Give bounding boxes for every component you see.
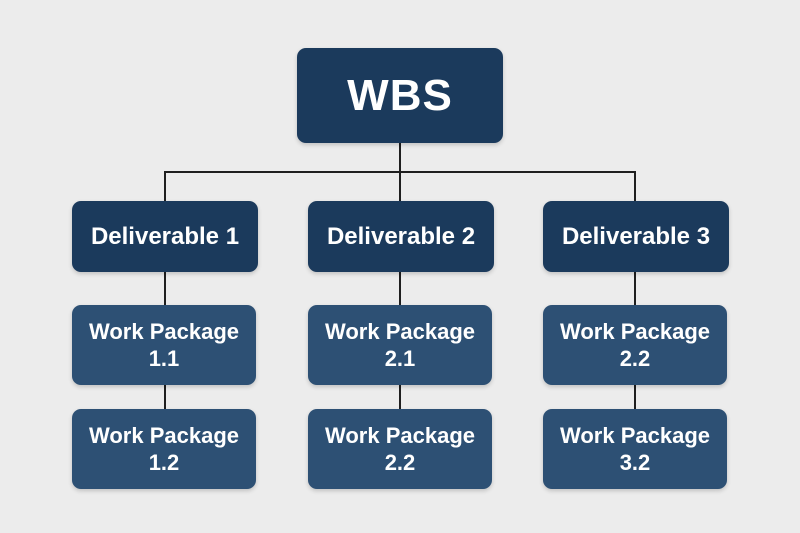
work-package-node-2-2: Work Package 2.2: [308, 409, 492, 489]
work-package-node-1-2: Work Package 1.2: [72, 409, 256, 489]
deliverable-3-label: Deliverable 3: [561, 222, 711, 250]
work-package-node-2-1: Work Package 2.1: [308, 305, 492, 385]
deliverable-node-3: Deliverable 3: [543, 201, 729, 272]
work-package-node-3-2: Work Package 3.2: [543, 409, 727, 489]
work-package-3-2-label: Work Package 3.2: [559, 422, 710, 476]
deliverable-2-label: Deliverable 2: [326, 222, 476, 250]
deliverable-1-label: Deliverable 1: [90, 222, 240, 250]
deliverable-node-2: Deliverable 2: [308, 201, 494, 272]
work-package-2-1-label: Work Package 2.1: [324, 318, 475, 372]
work-package-1-1-label: Work Package 1.1: [88, 318, 239, 372]
work-package-2-2-label: Work Package 2.2: [324, 422, 475, 476]
work-package-node-1-1: Work Package 1.1: [72, 305, 256, 385]
work-package-1-2-label: Work Package 1.2: [88, 422, 239, 476]
root-node-label: WBS: [347, 70, 453, 120]
work-package-node-3-1: Work Package 2.2: [543, 305, 727, 385]
root-node-wbs: WBS: [297, 48, 503, 143]
work-package-3-1-label: Work Package 2.2: [559, 318, 710, 372]
deliverable-node-1: Deliverable 1: [72, 201, 258, 272]
